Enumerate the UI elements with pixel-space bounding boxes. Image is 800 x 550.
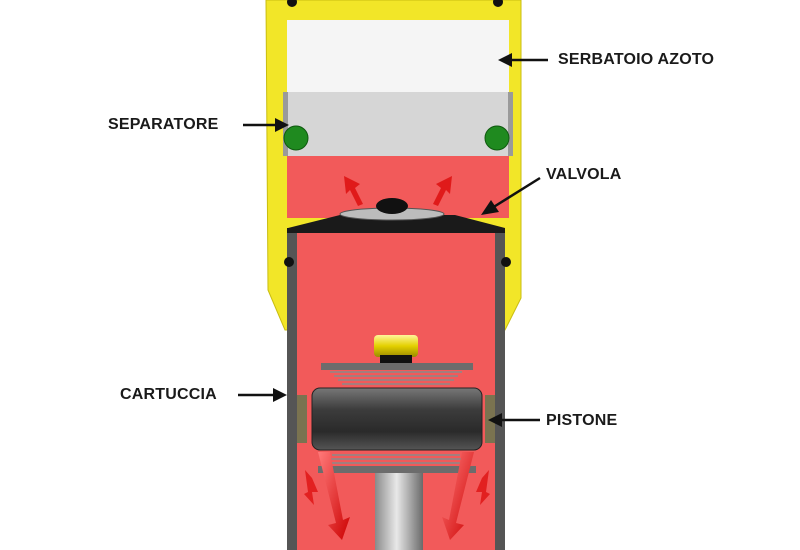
piston-body <box>311 387 483 451</box>
label-valve: VALVOLA <box>546 166 622 183</box>
valve-plate <box>288 215 505 232</box>
piston-stem-cap <box>374 335 418 357</box>
cartridge-left-wall <box>287 228 297 550</box>
piston-band-left <box>297 395 307 443</box>
label-cartridge: CARTUCCIA <box>120 386 217 403</box>
upper-shim-stack <box>330 371 462 385</box>
upper-shim-plate <box>321 363 473 370</box>
piston-stem-base <box>380 355 412 363</box>
separator-seal-right <box>484 125 510 151</box>
separator-edge-right <box>508 92 513 156</box>
cartridge-pin-right <box>501 257 511 267</box>
piston-flow-arrows <box>318 452 474 540</box>
label-piston: PISTONE <box>546 412 618 429</box>
separator-piston <box>287 92 509 156</box>
nitrogen-chamber <box>287 20 509 92</box>
label-separator: SEPARATORE <box>108 116 219 133</box>
lower-shim-stack <box>324 454 468 464</box>
pointer-arrows <box>238 53 548 427</box>
label-nitrogen-tank: SERBATOIO AZOTO <box>558 51 715 68</box>
valve-nut-top <box>376 198 408 214</box>
cartridge-right-wall <box>495 228 505 550</box>
body-bolt-left <box>287 0 297 7</box>
piston-side-arrows <box>304 470 490 505</box>
body-bolt-right <box>493 0 503 7</box>
cartridge-pin-left <box>284 257 294 267</box>
cartridge-top-cap <box>287 228 505 233</box>
separator-seal-left <box>283 125 309 151</box>
piston-rod <box>375 470 423 550</box>
lower-shim-plate <box>318 466 476 473</box>
valve-flow-arrows <box>344 176 452 206</box>
